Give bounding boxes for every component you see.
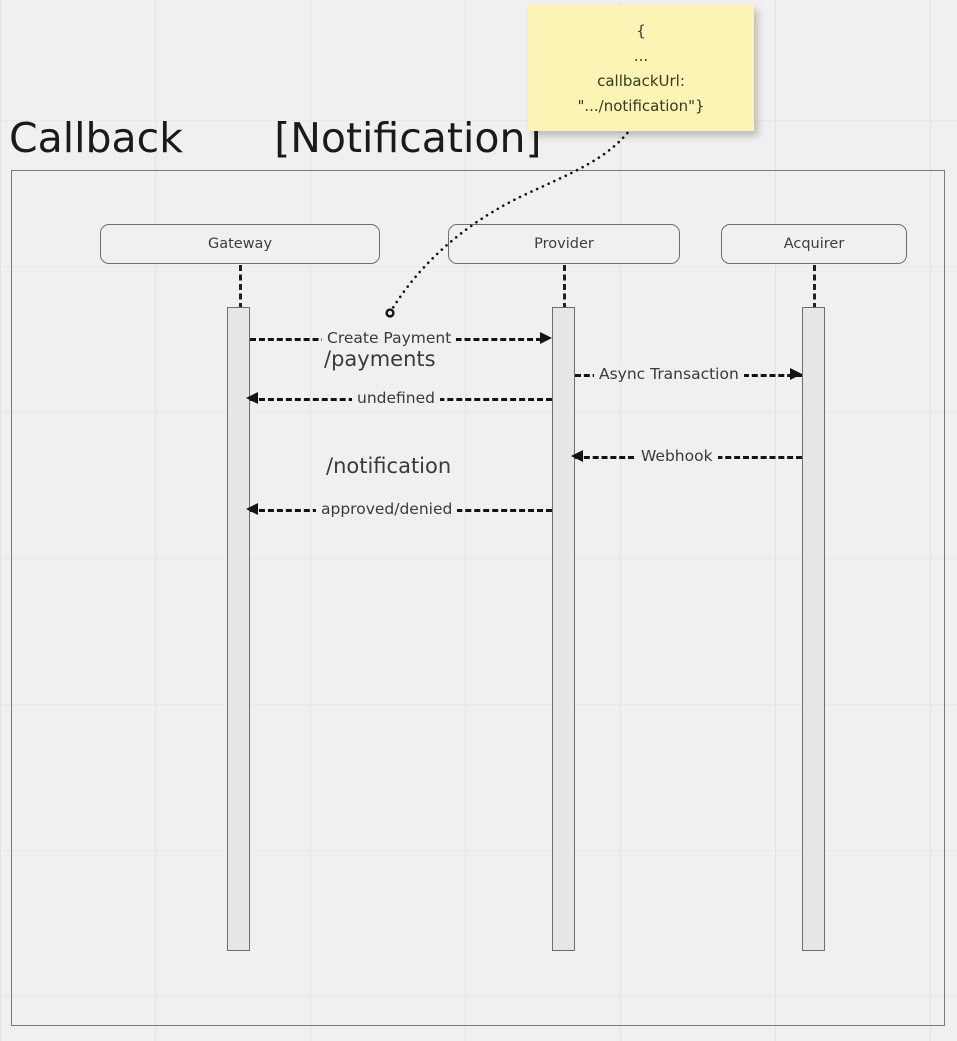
message-arrowhead-create-payment	[540, 332, 552, 344]
activation-bar-gateway	[227, 307, 250, 951]
lifeline-acquirer	[813, 265, 816, 309]
note-line-3: callbackUrl:	[597, 72, 685, 90]
note-line-4: ".../notification"}	[577, 97, 705, 115]
lifeline-provider	[563, 265, 566, 309]
participant-acquirer-label: Acquirer	[783, 236, 845, 252]
activation-bar-acquirer	[802, 307, 825, 951]
participant-gateway[interactable]: Gateway	[100, 224, 380, 264]
message-arrowhead-webhook	[571, 450, 583, 462]
participant-provider-label: Provider	[534, 236, 594, 252]
note-line-2: ...	[633, 47, 649, 65]
message-sublabel-notification: /notification	[326, 454, 452, 478]
message-label-undefined: undefined	[352, 389, 440, 407]
diagram-title: Callback [Notification]	[9, 114, 542, 162]
note-line-1: {	[636, 22, 646, 40]
message-sublabel-payments: /payments	[324, 347, 436, 371]
message-label-webhook: Webhook	[636, 447, 718, 465]
note-callback-url[interactable]: { ... callbackUrl: ".../notification"}	[528, 5, 754, 131]
participant-gateway-label: Gateway	[207, 236, 273, 252]
activation-bar-provider	[552, 307, 575, 951]
message-label-approved-denied: approved/denied	[316, 500, 458, 518]
participant-acquirer[interactable]: Acquirer	[721, 224, 907, 264]
message-arrowhead-undefined	[246, 392, 258, 404]
message-arrowhead-approved-denied	[246, 503, 258, 515]
participant-provider[interactable]: Provider	[448, 224, 680, 264]
message-label-async-transaction: Async Transaction	[594, 365, 744, 383]
message-arrowhead-async-transaction	[790, 368, 802, 380]
lifeline-gateway	[239, 265, 242, 309]
message-label-create-payment: Create Payment	[322, 329, 457, 347]
